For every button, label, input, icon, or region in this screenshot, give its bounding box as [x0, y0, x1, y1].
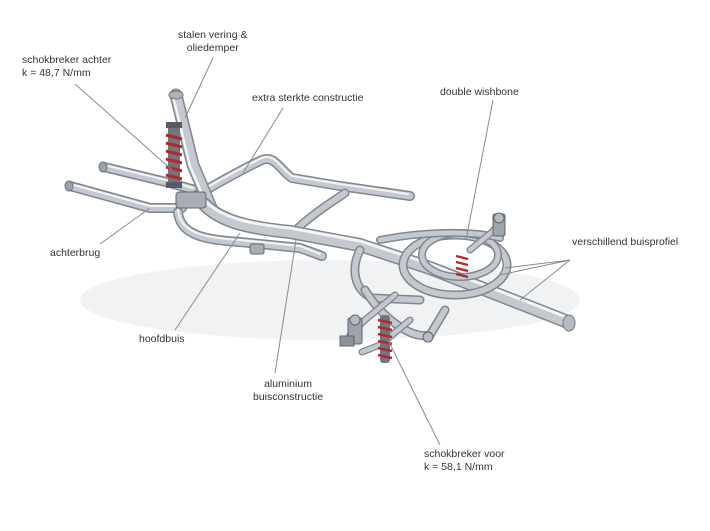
- label-tube-profile-text: verschillend buisprofiel: [572, 236, 679, 248]
- label-rear-shock-title: schokbreker achter: [22, 54, 112, 66]
- label-front-shock: schokbreker voor k = 58,1 N/mm: [424, 448, 505, 474]
- label-aluminium-line2: buisconstructie: [253, 391, 324, 403]
- leader-extra-strong: [242, 107, 284, 174]
- label-extra-strong-text: extra sterkte constructie: [252, 92, 364, 104]
- label-rear-shock-value: k = 48,7 N/mm: [22, 67, 91, 79]
- label-aluminium-line1: aluminium: [264, 378, 312, 390]
- joints-and-hubs: [175, 191, 506, 347]
- leader-aluminium: [274, 239, 297, 374]
- lower-loop-tubes: [173, 207, 327, 261]
- label-double-wishbone-text: double wishbone: [440, 86, 519, 98]
- label-double-wishbone: double wishbone: [440, 86, 519, 99]
- label-tube-profile: verschillend buisprofiel: [572, 236, 678, 249]
- leader-lines: [74, 57, 571, 446]
- label-front-shock-value: k = 58,1 N/mm: [424, 461, 493, 473]
- front-shock-absorber: [377, 254, 469, 363]
- rear-shock-absorber: [165, 122, 183, 189]
- label-steel-spring-line1: stalen vering &: [178, 29, 248, 41]
- main-tube: [198, 198, 576, 332]
- label-main-tube: hoofdbuis: [139, 333, 185, 346]
- leader-main-tube: [174, 232, 241, 331]
- leader-double-wishbone: [465, 99, 494, 241]
- label-aluminium: aluminium buisconstructie: [253, 378, 323, 404]
- upper-frame-tubes: [183, 154, 415, 233]
- label-main-tube-text: hoofdbuis: [139, 333, 185, 345]
- leader-steel-spring: [184, 57, 214, 119]
- label-rear-axle: achterbrug: [50, 247, 100, 260]
- label-steel-spring-line2: oliedemper: [186, 42, 239, 54]
- label-rear-axle-text: achterbrug: [50, 247, 101, 259]
- leader-rear-shock: [74, 83, 173, 171]
- label-steel-spring: stalen vering & oliedemper: [178, 29, 247, 55]
- label-rear-shock: schokbreker achter k = 48,7 N/mm: [22, 54, 111, 80]
- leader-tube-profile-2: [504, 259, 571, 269]
- label-front-shock-title: schokbreker voor: [424, 448, 505, 460]
- leader-front-shock: [387, 339, 441, 446]
- label-extra-strong: extra sterkte constructie: [252, 92, 363, 105]
- leader-rear-axle: [99, 207, 151, 245]
